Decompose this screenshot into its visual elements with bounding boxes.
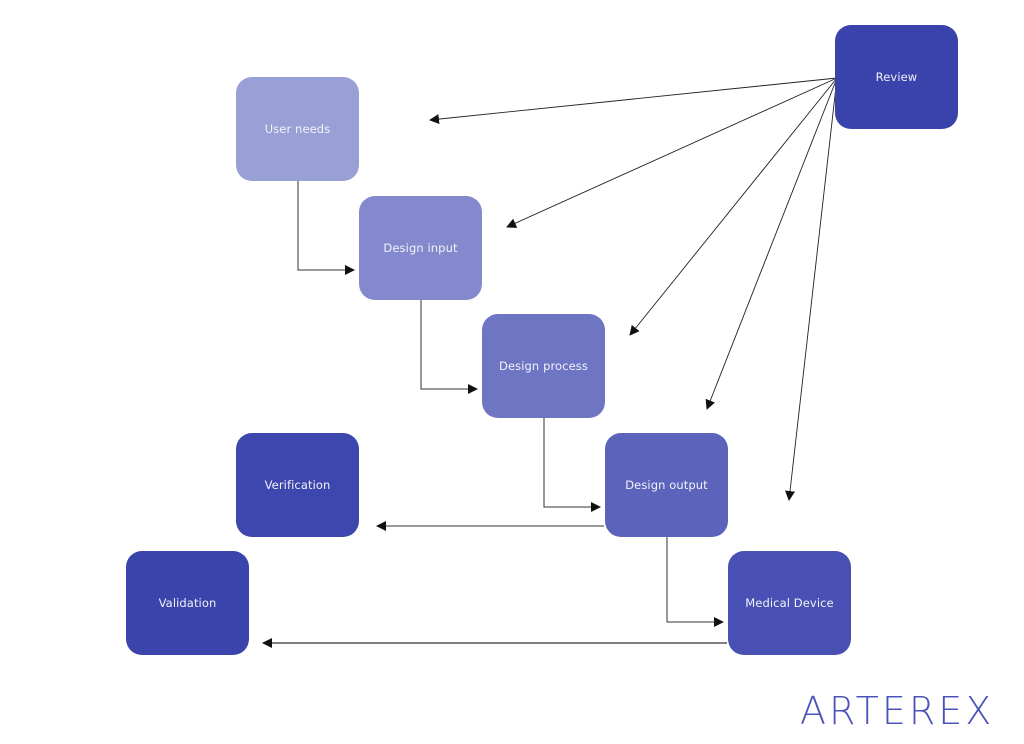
edge-design-output-to-medical-device — [666, 537, 724, 627]
node-user-needs: User needs — [236, 77, 359, 181]
node-label: Design output — [625, 478, 708, 492]
node-review: Review — [835, 25, 958, 129]
node-design-process: Design process — [482, 314, 605, 418]
node-design-output: Design output — [605, 433, 728, 537]
edge-design-input-to-design-process — [420, 300, 478, 394]
node-label: Verification — [264, 478, 331, 492]
edge-review-to-design-process — [629, 77, 838, 336]
edge-review-to-medical-device — [785, 77, 838, 501]
edge-user-needs-to-design-input — [297, 181, 355, 275]
node-design-input: Design input — [359, 196, 482, 300]
arterex-logo: ARTEREX — [800, 689, 995, 733]
node-medical-device: Medical Device — [728, 551, 851, 655]
node-validation: Validation — [126, 551, 249, 655]
edge-review-to-design-output — [705, 77, 838, 410]
edge-review-to-design-input — [506, 77, 838, 228]
node-label: Review — [875, 70, 918, 84]
node-label: User needs — [264, 122, 331, 136]
edge-design-process-to-design-output — [543, 418, 601, 512]
node-verification: Verification — [236, 433, 359, 537]
node-label: Design input — [383, 241, 458, 255]
node-label: Medical Device — [745, 596, 834, 610]
edge-review-to-user-needs — [429, 77, 838, 125]
node-label: Design process — [499, 359, 588, 373]
node-label: Validation — [158, 596, 217, 610]
